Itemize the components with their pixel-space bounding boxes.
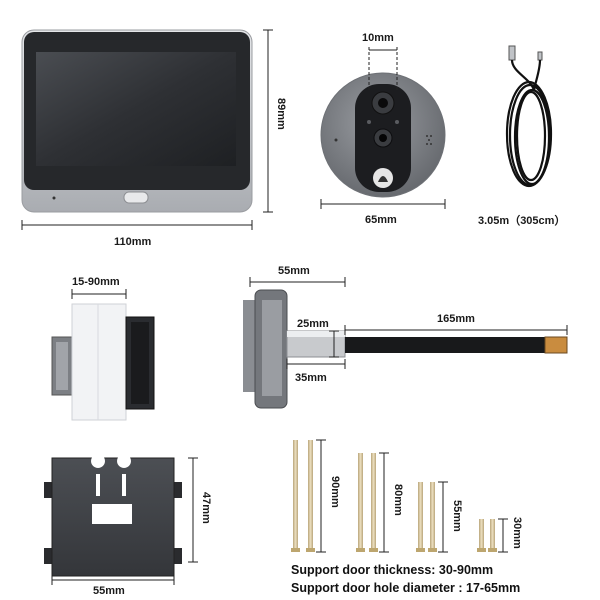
screw-30mm: [477, 519, 497, 552]
monitor-device: [21, 29, 253, 213]
camera-width-label: 65mm: [365, 214, 397, 226]
camera-dimension-lines: [320, 47, 446, 209]
bracket-height-label: 47mm: [200, 492, 212, 524]
camera-side-dimension-lines: [249, 277, 568, 369]
camera-side-view: [243, 289, 568, 409]
screw-55mm: [416, 482, 437, 552]
screw-30mm-label: 30mm: [511, 517, 523, 549]
camera-depth-label: 55mm: [278, 265, 310, 277]
bracket-dimension-lines: [51, 457, 198, 585]
usb-cable: [505, 45, 553, 188]
door-thickness-note: Support door thickness: 30-90mm: [291, 563, 494, 577]
screw-90mm: [291, 440, 315, 552]
screw-80mm-label: 80mm: [392, 484, 404, 516]
bracket-width-label: 55mm: [93, 585, 125, 597]
monitor-width-label: 110mm: [114, 236, 152, 248]
cable-length-label: 3.05m（305cm）: [478, 215, 566, 227]
screw-55mm-label: 55mm: [451, 500, 463, 532]
door-thickness-label: 15-90mm: [72, 276, 120, 288]
tube-diameter-label: 25mm: [297, 318, 329, 330]
home-button: [123, 191, 149, 204]
screws-group: [291, 440, 497, 552]
screw-90mm-label: 90mm: [329, 476, 341, 508]
monitor-screen: [36, 52, 236, 166]
camera-device: [320, 72, 446, 198]
mounting-bracket: [44, 454, 182, 577]
screw-80mm: [356, 453, 378, 552]
door-mount-side-view: [51, 303, 155, 421]
door-hole-note: Support door hole diameter : 17-65mm: [291, 581, 521, 595]
monitor-dimension-lines: [21, 29, 273, 230]
tube-length-label: 35mm: [295, 372, 327, 384]
cable-165-label: 165mm: [437, 313, 475, 325]
screw-dimension-lines: [316, 439, 508, 553]
camera-lens-gap-label: 10mm: [362, 32, 394, 44]
monitor-height-label: 89mm: [275, 98, 287, 130]
side-mount-dimension-lines: [71, 289, 127, 299]
